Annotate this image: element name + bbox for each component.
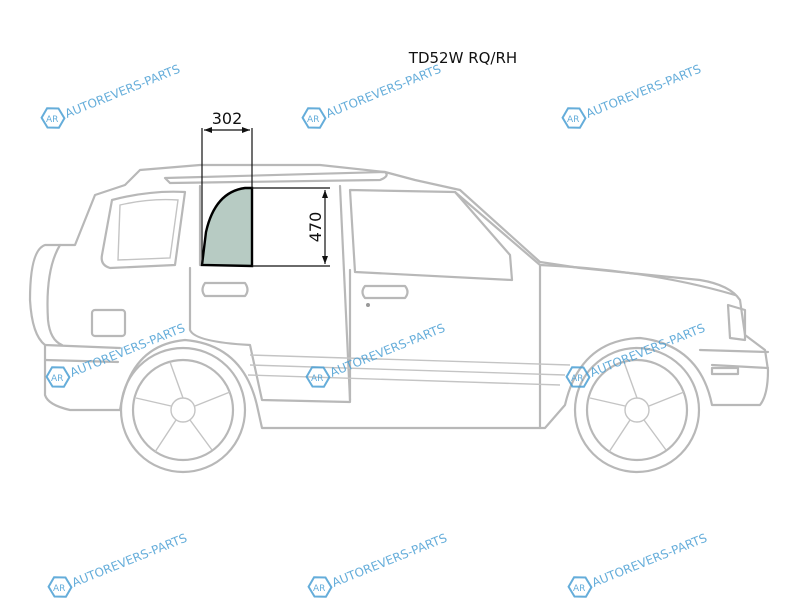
height-dimension: 470: [306, 190, 328, 264]
svg-text:AUTOREVERS-PARTS: AUTOREVERS-PARTS: [330, 531, 449, 590]
part-title: TD52W RQ/RH: [408, 49, 517, 67]
svg-text:AUTOREVERS-PARTS: AUTOREVERS-PARTS: [584, 62, 703, 121]
watermarks: AUTOREVERS-PARTS AUTOREVERS-PARTS AUTORE…: [37, 62, 709, 600]
svg-text:AUTOREVERS-PARTS: AUTOREVERS-PARTS: [590, 531, 709, 590]
quarter-glass: [200, 186, 254, 268]
car-outline: [28, 163, 770, 430]
svg-text:AUTOREVERS-PARTS: AUTOREVERS-PARTS: [63, 62, 182, 121]
width-label: 302: [212, 109, 243, 128]
svg-text:AUTOREVERS-PARTS: AUTOREVERS-PARTS: [324, 62, 443, 121]
width-dimension: 302: [201, 109, 253, 265]
height-label: 470: [306, 212, 325, 243]
svg-text:AUTOREVERS-PARTS: AUTOREVERS-PARTS: [70, 531, 189, 590]
svg-text:AUTOREVERS-PARTS: AUTOREVERS-PARTS: [588, 321, 707, 380]
front-wheel: [573, 346, 701, 474]
rear-wheel: [119, 346, 247, 474]
